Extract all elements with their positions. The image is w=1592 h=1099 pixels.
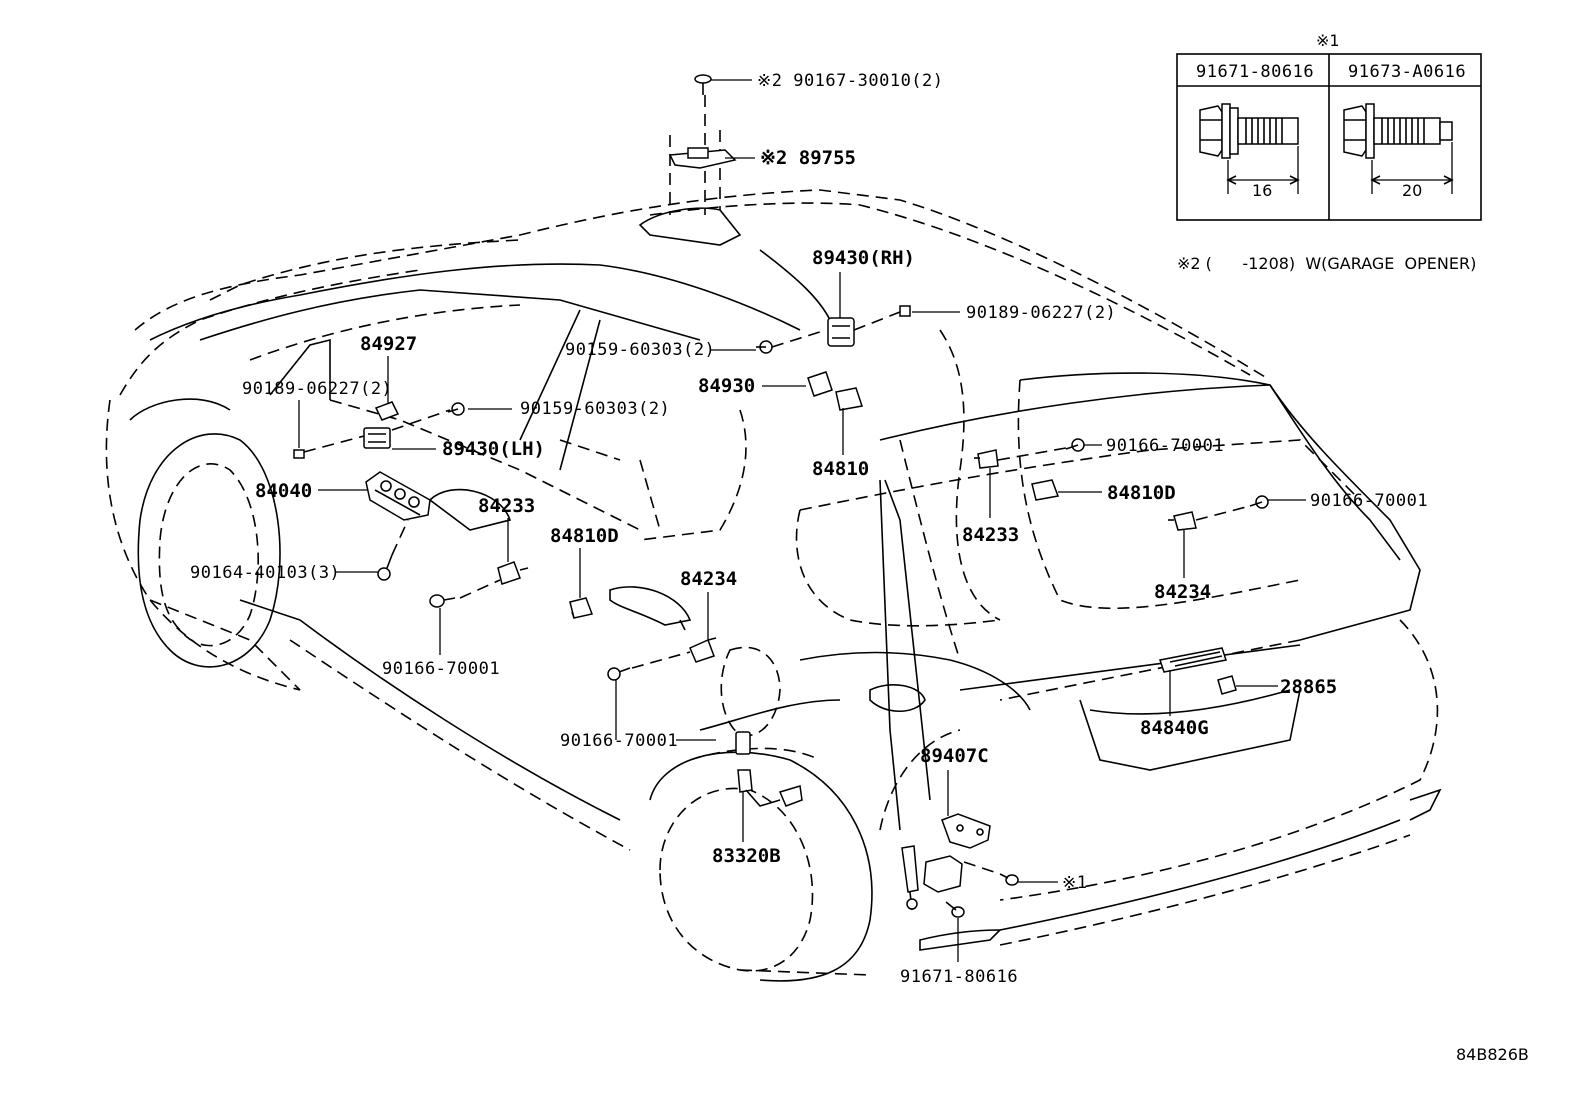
label-90164: 90164-40103(3): [190, 563, 340, 583]
switch-84810d-l-icon: [569, 597, 594, 619]
note-2: ※2 ( -1208) W(GARAGE OPENER): [1177, 254, 1476, 273]
label-90166-l: 90166-70001: [382, 659, 500, 679]
bolt-note1-icon: [999, 873, 1019, 886]
switch-84233-r-icon: [974, 449, 999, 469]
part-labels: ※2 90167-30010(2) ※2 89755 89430(RH) 901…: [190, 71, 1428, 987]
label-84927: 84927: [360, 333, 417, 355]
screw-90166-r1-icon: [1065, 438, 1085, 452]
lamp-84840g-icon: [1159, 647, 1227, 673]
screw-90166-c-icon: [607, 667, 631, 681]
leader-lines: [298, 79, 1306, 962]
label-84810d-r: 84810D: [1107, 482, 1176, 504]
label-84040: 84040: [255, 480, 312, 502]
front-wheel: [129, 398, 281, 668]
label-note1: ※1: [1062, 873, 1087, 893]
label-89755: ※2 89755: [760, 147, 856, 169]
label-84810: 84810: [812, 458, 869, 480]
bolt-16-icon: [1199, 103, 1300, 194]
inset-table: ※1 91671-80616 91673-A0616 16: [1176, 31, 1482, 221]
switch-84234-r-icon: [1168, 511, 1197, 531]
label-89407c: 89407C: [920, 745, 989, 767]
sensor-28865-icon: [1217, 675, 1237, 695]
screw-90167-icon: [694, 74, 712, 95]
switch-84810d-r-icon: [1031, 479, 1060, 501]
label-90166-c: 90166-70001: [560, 731, 678, 751]
screw-90159-l-icon: [447, 402, 465, 416]
label-90159-l: 90159-60303(2): [520, 399, 670, 419]
label-84810d-l: 84810D: [550, 525, 619, 547]
sensor-83320b-icon: [735, 731, 803, 807]
label-89430-rh: 89430(RH): [812, 247, 915, 269]
switch-84233-l-icon: [497, 561, 529, 585]
inset-col1: 91671-80616: [1196, 62, 1314, 82]
label-90159-r: 90159-60303(2): [565, 340, 715, 360]
label-90166-r2: 90166-70001: [1310, 491, 1428, 511]
screw-90166-r2-icon: [1249, 495, 1269, 509]
figure-code: 84B826B: [1456, 1045, 1529, 1064]
screw-90159-r-icon: [756, 340, 773, 354]
label-84840g: 84840G: [1140, 717, 1209, 739]
sensor-89430-rh-icon: [827, 317, 855, 347]
label-90167: ※2 90167-30010(2): [757, 71, 944, 91]
screw-90164-icon: [377, 554, 393, 581]
parts: [293, 74, 1269, 918]
sensor-89430-lh-icon: [363, 427, 391, 449]
label-89430-lh: 89430(LH): [442, 438, 545, 460]
label-84233-l: 84233: [478, 495, 535, 517]
inset-col2: 91673-A0616: [1348, 62, 1466, 82]
label-83320b: 83320B: [712, 845, 781, 867]
label-90166-r1: 90166-70001: [1106, 436, 1224, 456]
car-outline: [105, 95, 1442, 982]
screw-90166-l-icon: [429, 594, 456, 608]
inset-mark: ※1: [1316, 31, 1340, 50]
label-90189-r: 90189-06227(2): [966, 303, 1116, 323]
label-84234-r: 84234: [1154, 581, 1211, 603]
switch-84234-c-icon: [689, 637, 717, 663]
switch-84930-icon: [807, 371, 863, 411]
dim-16: 16: [1252, 181, 1272, 200]
label-28865: 28865: [1280, 676, 1337, 698]
label-91671: 91671-80616: [900, 967, 1018, 987]
bolt-20-icon: [1343, 103, 1454, 194]
label-90189-l: 90189-06227(2): [242, 379, 392, 399]
switch-84927-icon: [374, 401, 400, 421]
height-sensor-89407c-icon: [901, 813, 991, 911]
label-84930: 84930: [698, 375, 755, 397]
bolt-91671-icon: [945, 901, 965, 918]
clip-90189-l-icon: [293, 449, 305, 459]
dim-20: 20: [1402, 181, 1422, 200]
switch-assy-84040-icon: [365, 471, 431, 521]
clip-90189-r-icon: [899, 305, 911, 317]
label-84234-l: 84234: [680, 568, 737, 590]
garage-opener-89755-icon: [668, 147, 737, 169]
label-84233-r: 84233: [962, 524, 1019, 546]
